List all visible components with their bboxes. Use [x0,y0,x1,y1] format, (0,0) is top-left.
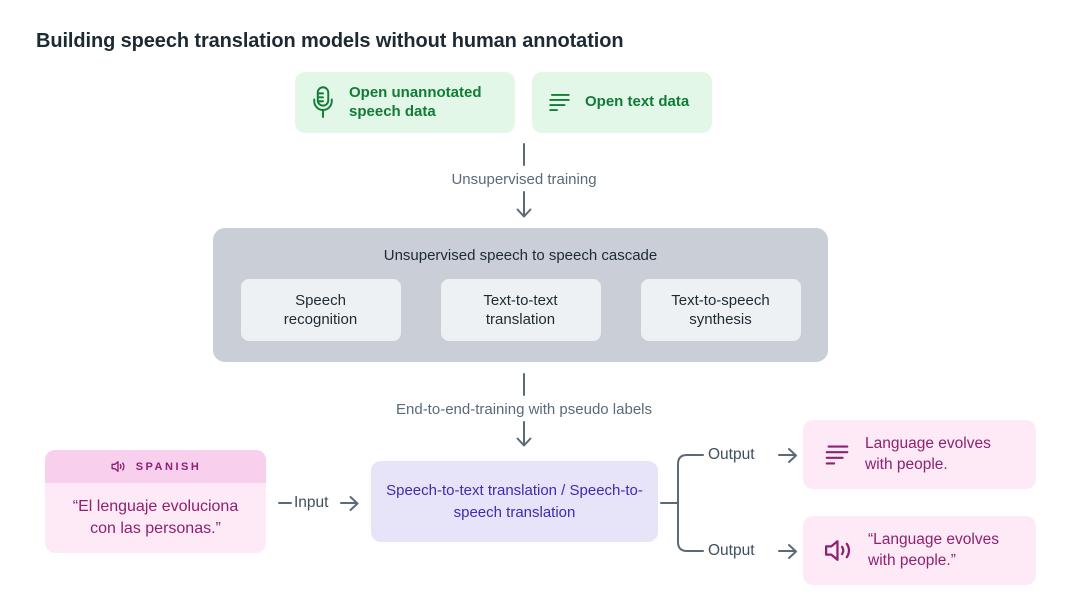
output-arrow-top [778,448,797,463]
output-arrow-bottom [778,544,797,559]
stage-text-to-text-translation: Text-to-text translation [440,279,601,341]
output-label-top: Output [708,446,755,463]
text-output-text: Language evolves with people. [865,435,991,473]
spanish-input-card: SPANISH “El lenguaje evoluciona con las … [45,450,266,553]
output-label-bottom: Output [708,542,755,559]
open-speech-data-box: Open unannotated speech data [295,72,515,133]
open-text-data-box: Open text data [532,72,712,133]
open-speech-data-label: Open unannotated speech data [349,83,482,120]
spanish-input-header: SPANISH [45,450,266,483]
cascade-title: Unsupervised speech to speech cascade [383,247,658,264]
stage-text-to-speech-synthesis: Text-to-speech synthesis [640,279,801,341]
speaker-icon [111,461,125,472]
speaker-icon [824,540,851,561]
speech-output-text: “Language evolves with people.” [868,531,999,569]
speech-output-box: “Language evolves with people.” [803,516,1036,585]
open-text-data-label: Open text data [585,93,690,111]
arrow-down-to-cascade [516,191,532,218]
cascade-container: Unsupervised speech to speech cascade Sp… [213,228,828,362]
text-lines-icon [825,445,849,464]
unsupervised-training-label: Unsupervised training [451,171,597,188]
cascade-stages: Speech recognition Text-to-text translat… [213,279,828,341]
translation-model-box: Speech-to-text translation / Speech-to-s… [371,461,658,542]
fork-bracket [677,454,704,552]
spanish-quote: “El lenguaje evoluciona con las personas… [45,483,266,553]
input-arrow [340,496,359,511]
end-to-end-training-label: End-to-end-training with pseudo labels [396,401,652,418]
text-output-box: Language evolves with people. [803,420,1036,489]
input-label: Input [294,494,329,511]
microphone-icon [313,85,333,118]
stage-speech-recognition: Speech recognition [240,279,401,341]
arrow-down-to-model [516,421,532,447]
language-tag: SPANISH [135,460,202,473]
page-title: Building speech translation models witho… [36,30,624,52]
text-lines-icon [549,93,570,112]
